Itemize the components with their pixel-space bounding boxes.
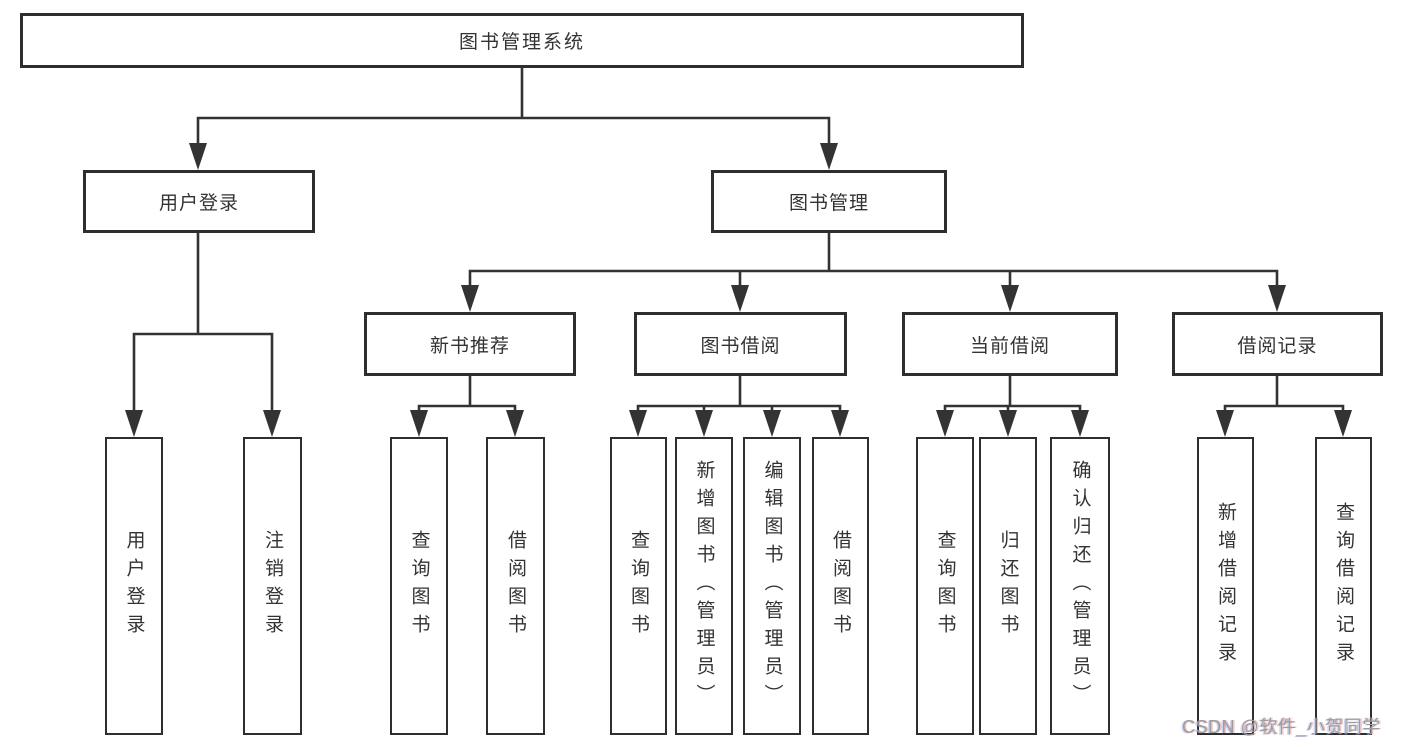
node-label: 图书借阅 bbox=[700, 335, 781, 357]
leaf-query-books-current: 查询图书 bbox=[916, 437, 974, 735]
node-label: 新增图书（管理员） bbox=[693, 460, 715, 712]
node-current-borrow: 当前借阅 bbox=[902, 312, 1118, 376]
leaf-user-login: 用户登录 bbox=[105, 437, 163, 735]
node-label: 用户登录 bbox=[158, 193, 239, 214]
arrow-down-icon bbox=[731, 285, 749, 312]
leaf-query-books-recommend: 查询图书 bbox=[390, 437, 448, 735]
arrow-down-icon bbox=[263, 410, 281, 437]
arrow-down-icon bbox=[820, 143, 838, 170]
arrow-down-icon bbox=[1071, 410, 1089, 437]
node-label: 借阅记录 bbox=[1237, 335, 1318, 357]
leaf-borrow-books-recommend: 借阅图书 bbox=[486, 437, 545, 735]
node-label: 新书推荐 bbox=[429, 335, 510, 357]
node-user-login: 用户登录 bbox=[83, 170, 315, 233]
node-label: 查询图书 bbox=[408, 530, 430, 642]
leaf-query-books-borrow: 查询图书 bbox=[610, 437, 667, 735]
node-label: 图书管理系统 bbox=[458, 32, 585, 53]
arrowheads bbox=[125, 143, 1352, 437]
connector-new-book-recommend-to-leaves bbox=[417, 376, 517, 413]
connector-borrow-records-to-leaves bbox=[1223, 376, 1345, 413]
node-book-management: 图书管理 bbox=[711, 170, 947, 233]
node-label: 图书管理 bbox=[788, 193, 869, 214]
leaf-borrow-books: 借阅图书 bbox=[812, 437, 869, 735]
arrow-down-icon bbox=[461, 285, 479, 312]
arrow-down-icon bbox=[936, 410, 954, 437]
arrow-down-icon bbox=[831, 410, 849, 437]
node-label: 查询借阅记录 bbox=[1333, 502, 1354, 670]
leaf-add-borrow-record: 新增借阅记录 bbox=[1197, 437, 1254, 735]
leaf-return-books: 归还图书 bbox=[979, 437, 1037, 735]
node-label: 借阅图书 bbox=[830, 530, 851, 642]
node-label: 查询图书 bbox=[934, 530, 956, 642]
node-borrow-records: 借阅记录 bbox=[1172, 312, 1383, 376]
connector-user-login-to-leaves bbox=[132, 233, 274, 413]
leaf-logout: 注销登录 bbox=[243, 437, 302, 735]
arrow-down-icon bbox=[999, 410, 1017, 437]
node-label: 编辑图书（管理员） bbox=[761, 460, 783, 712]
arrow-down-icon bbox=[629, 410, 647, 437]
connector-book-management-to-level3 bbox=[468, 233, 1279, 288]
arrow-down-icon bbox=[1334, 410, 1352, 437]
arrow-down-icon bbox=[1216, 410, 1234, 437]
leaf-add-books-admin: 新增图书（管理员） bbox=[675, 437, 733, 735]
csdn-watermark: CSDN @软件_小贺同学 bbox=[1182, 717, 1381, 737]
node-label: 用户登录 bbox=[123, 530, 145, 642]
arrow-down-icon bbox=[763, 410, 781, 437]
node-label: 当前借阅 bbox=[969, 335, 1050, 357]
leaf-edit-books-admin: 编辑图书（管理员） bbox=[743, 437, 801, 735]
arrow-down-icon bbox=[695, 410, 713, 437]
node-label: 注销登录 bbox=[262, 530, 283, 642]
arrow-down-icon bbox=[189, 143, 207, 170]
node-label: 新增借阅记录 bbox=[1215, 502, 1236, 670]
node-label: 归还图书 bbox=[997, 530, 1019, 642]
connector-book-borrow-to-leaves bbox=[636, 376, 842, 413]
node-new-book-recommend: 新书推荐 bbox=[364, 312, 576, 376]
arrow-down-icon bbox=[1001, 285, 1019, 312]
connector-root-to-level2 bbox=[196, 68, 831, 146]
connector-current-borrow-to-leaves bbox=[943, 376, 1082, 413]
leaf-query-borrow-record: 查询借阅记录 bbox=[1315, 437, 1372, 735]
node-library-management-system: 图书管理系统 bbox=[20, 13, 1024, 68]
arrow-down-icon bbox=[410, 410, 428, 437]
node-label: 借阅图书 bbox=[505, 530, 526, 642]
arrow-down-icon bbox=[125, 410, 143, 437]
node-label: 确认归还（管理员） bbox=[1069, 460, 1091, 712]
node-book-borrow: 图书借阅 bbox=[634, 312, 847, 376]
leaf-confirm-return-admin: 确认归还（管理员） bbox=[1050, 437, 1110, 735]
node-label: 查询图书 bbox=[628, 530, 649, 642]
arrow-down-icon bbox=[506, 410, 524, 437]
arrow-down-icon bbox=[1268, 285, 1286, 312]
